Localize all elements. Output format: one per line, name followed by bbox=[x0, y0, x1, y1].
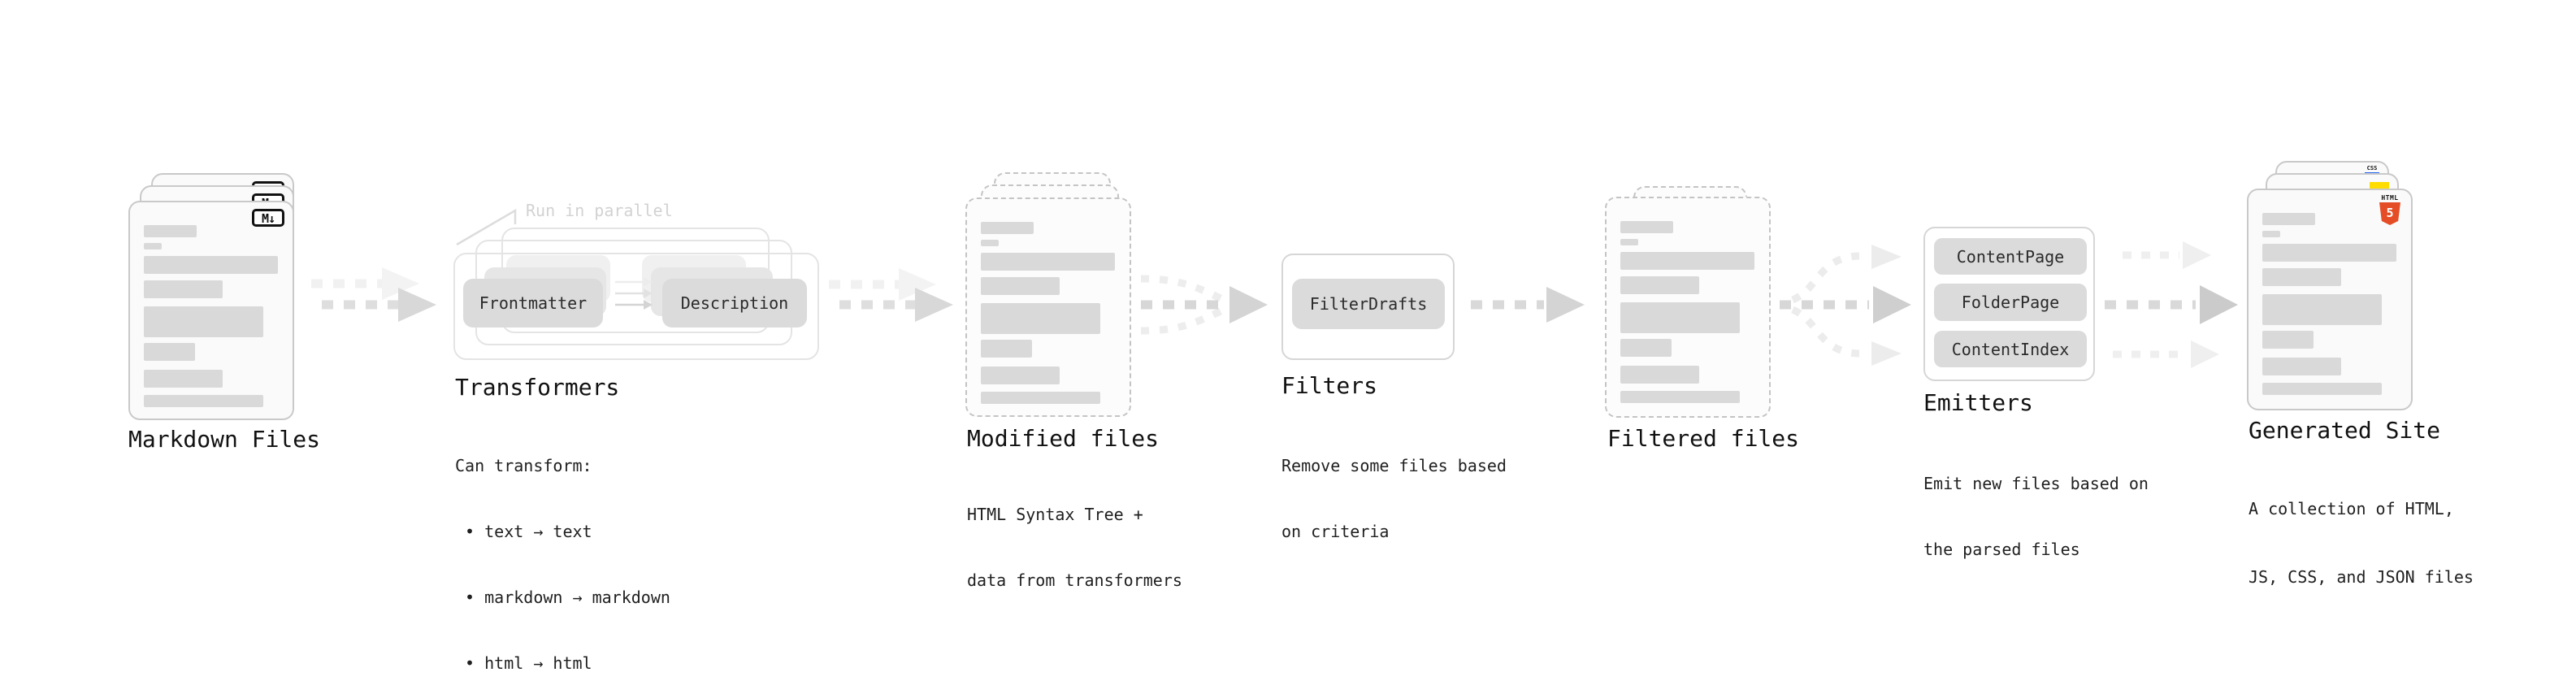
skeleton-bar bbox=[2262, 231, 2280, 237]
stage-title: Filters bbox=[1281, 372, 1378, 399]
skeleton-bar bbox=[981, 303, 1100, 334]
skeleton-bar bbox=[144, 280, 223, 298]
skeleton-bar bbox=[981, 367, 1060, 384]
skeleton-bar bbox=[981, 222, 1034, 234]
skeleton-bar bbox=[1620, 302, 1740, 333]
skeleton-bar bbox=[981, 340, 1032, 358]
skeleton-bar bbox=[981, 253, 1115, 271]
transformer-description-pill: Description bbox=[662, 279, 807, 327]
filter-drafts-pill: FilterDrafts bbox=[1292, 279, 1445, 329]
skeleton-bar bbox=[981, 240, 999, 246]
pill-label: FilterDrafts bbox=[1309, 294, 1428, 314]
skeleton-bar bbox=[144, 256, 278, 274]
stage-description: Emit new files based on the parsed files bbox=[1923, 474, 2149, 559]
arrow-transformers-to-modified bbox=[829, 268, 953, 322]
emitter-contentpage-pill: ContentPage bbox=[1934, 238, 2087, 275]
stage-title: Modified files bbox=[967, 425, 1160, 452]
arrow-filters-to-filtered bbox=[1471, 287, 1585, 323]
skeleton-bar bbox=[144, 225, 197, 237]
skeleton-bar bbox=[1620, 366, 1699, 384]
skeleton-bar bbox=[1620, 339, 1672, 357]
arrow-filtered-to-emitters-fanout bbox=[1780, 245, 1911, 366]
skeleton-bar bbox=[144, 343, 195, 361]
emitter-contentindex-pill: ContentIndex bbox=[1934, 331, 2087, 367]
transformer-frontmatter-pill: Frontmatter bbox=[463, 279, 603, 327]
stage-description: Remove some files based on criteria bbox=[1281, 456, 1507, 541]
skeleton-bar bbox=[2262, 383, 2382, 395]
skeleton-bar bbox=[2262, 268, 2341, 286]
skeleton-bar bbox=[1620, 221, 1673, 233]
skeleton-bar bbox=[144, 306, 263, 337]
stage-title: Filtered files bbox=[1607, 425, 1800, 452]
file-card-front: M↓ bbox=[128, 201, 294, 420]
stage-title: Generated Site bbox=[2249, 417, 2441, 444]
stage-description: Can transform: • text → text • markdown … bbox=[455, 456, 670, 673]
skeleton-bar bbox=[2262, 331, 2314, 349]
pill-label: FolderPage bbox=[1961, 293, 2060, 312]
skeleton-bar bbox=[2262, 358, 2341, 375]
pill-label: Frontmatter bbox=[479, 293, 588, 313]
run-in-parallel-label: Run in parallel bbox=[526, 201, 673, 220]
stage-title: Emitters bbox=[1923, 389, 2033, 416]
skeleton-bar bbox=[144, 243, 162, 249]
arrow-emitters-to-generated bbox=[2105, 241, 2238, 368]
skeleton-bar bbox=[144, 370, 223, 388]
skeleton-bar bbox=[1620, 252, 1754, 270]
markdown-icon: M↓ bbox=[252, 209, 284, 227]
skeleton-bar bbox=[1620, 276, 1699, 294]
skeleton-bar bbox=[2262, 294, 2382, 325]
skeleton-bar bbox=[1620, 239, 1638, 245]
html5-shield: 5 bbox=[2379, 202, 2400, 225]
arrow-modified-to-filters-converge bbox=[1140, 275, 1268, 335]
file-card-front bbox=[1605, 197, 1771, 418]
html5-icon: HTML 5 bbox=[2379, 194, 2401, 225]
skeleton-bar bbox=[981, 277, 1060, 295]
emitter-folderpage-pill: FolderPage bbox=[1934, 284, 2087, 321]
javascript-icon bbox=[2370, 182, 2389, 191]
stage-title: Transformers bbox=[455, 374, 620, 401]
pill-label: Description bbox=[680, 293, 789, 313]
skeleton-bar bbox=[981, 392, 1100, 404]
skeleton-bar bbox=[1620, 391, 1740, 403]
skeleton-bar bbox=[144, 395, 263, 407]
file-card-front: HTML 5 bbox=[2247, 189, 2413, 410]
stage-description: A collection of HTML, JS, CSS, and JSON … bbox=[2249, 499, 2474, 587]
arrow-markdown-to-transformers bbox=[311, 267, 436, 322]
skeleton-bar bbox=[2262, 213, 2315, 225]
transformer-pass-outline-front bbox=[453, 253, 819, 360]
file-card-front bbox=[965, 197, 1131, 417]
stage-title: Markdown Files bbox=[128, 426, 321, 453]
skeleton-bar bbox=[2262, 244, 2396, 262]
pill-label: ContentIndex bbox=[1951, 339, 2070, 359]
pill-label: ContentPage bbox=[1956, 246, 2065, 267]
stage-description: HTML Syntax Tree + data from transformer… bbox=[967, 505, 1182, 590]
